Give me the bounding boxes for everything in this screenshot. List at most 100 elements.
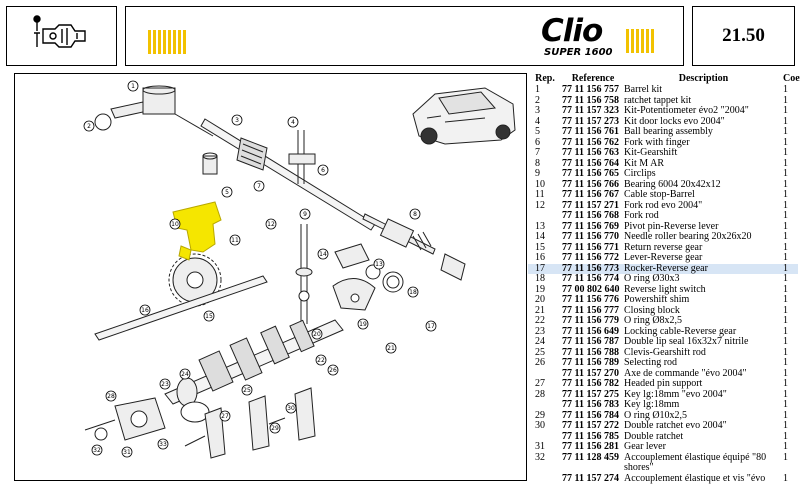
cell-coef: 1 [783, 358, 788, 368]
cell-description: Barrel kit [624, 85, 663, 95]
cell-reference: 77 11 157 270 [562, 368, 619, 379]
cell-reference: 77 11 156 773 [562, 263, 624, 274]
svg-text:1: 1 [131, 83, 135, 90]
cell-reference: 77 11 156 772 [562, 253, 619, 263]
cell-coef: 1 [783, 379, 788, 389]
callout-12: 12 [265, 218, 277, 230]
cell-description: Rocker-Reverse gear [624, 263, 783, 274]
cell-rep: 26 [535, 358, 545, 368]
cell-description: Key lg:18mm "evo 2004" [624, 389, 727, 400]
callout-10: 10 [169, 218, 181, 230]
cell-description: Double ratchet [624, 431, 684, 442]
callout-16: 16 [139, 304, 151, 316]
cell-description: Fork rod evo 2004" [624, 200, 703, 211]
callout-31: 31 [121, 446, 133, 458]
cell-rep: 18 [535, 274, 545, 284]
cell-rep: 16 [535, 253, 545, 263]
cell-reference: 77 11 156 779 [562, 316, 619, 326]
cell-coef: 1 [783, 410, 788, 421]
cell-rep [528, 474, 562, 484]
cell-coef: 1 [783, 137, 788, 148]
cell-coef: 1 [783, 442, 788, 452]
svg-text:7: 7 [257, 183, 261, 190]
cell-rep: 10 [535, 179, 545, 190]
cell-description: Powershift shim [624, 295, 690, 305]
callout-8: 8 [409, 208, 421, 220]
cell-description: Key lg:18mm [624, 400, 680, 410]
cell-rep [528, 432, 562, 443]
cell-rep: 17 [528, 263, 562, 274]
brand-logo: Clio [541, 13, 603, 49]
cell-rep: 13 [535, 221, 545, 232]
cell-description: Locking cable-Reverse gear [624, 326, 737, 337]
cell-rep: 6 [535, 137, 540, 148]
cell-coef: 1 [783, 284, 788, 295]
callout-5: 5 [221, 186, 233, 198]
callout-30: 30 [285, 402, 297, 414]
callout-3: 3 [231, 114, 243, 126]
cell-rep: 19 [535, 284, 545, 295]
cell-description: Axe de commande "évo 2004" [624, 368, 747, 379]
accent-stripes [148, 30, 188, 54]
svg-text:30: 30 [287, 405, 295, 412]
cell-reference: 77 11 156 784 [562, 410, 619, 421]
svg-text:27: 27 [221, 413, 229, 420]
callout-20: 20 [311, 328, 323, 340]
cell-reference: 77 11 156 762 [562, 137, 619, 148]
callout-9: 9 [299, 208, 311, 220]
svg-text:14: 14 [319, 251, 327, 258]
cell-rep: 1 [535, 85, 540, 95]
cell-rep: 31 [535, 442, 545, 452]
svg-text:31: 31 [123, 449, 131, 456]
brand-banner: Clio SUPER 1600 [125, 6, 684, 66]
svg-text:24: 24 [181, 371, 189, 378]
car-illustration [412, 87, 516, 145]
cell-rep [528, 400, 562, 411]
cell-coef: 1 [783, 473, 788, 484]
cell-rep: 2 [535, 95, 540, 106]
svg-text:11: 11 [231, 237, 239, 244]
brand-subtitle: SUPER 1600 [544, 47, 613, 58]
cell-description: Double ratchet evo 2004" [624, 421, 727, 431]
svg-text:12: 12 [267, 221, 275, 228]
cell-reference: 77 11 156 783 [562, 400, 619, 410]
cell-reference: 77 11 156 788 [562, 347, 619, 358]
